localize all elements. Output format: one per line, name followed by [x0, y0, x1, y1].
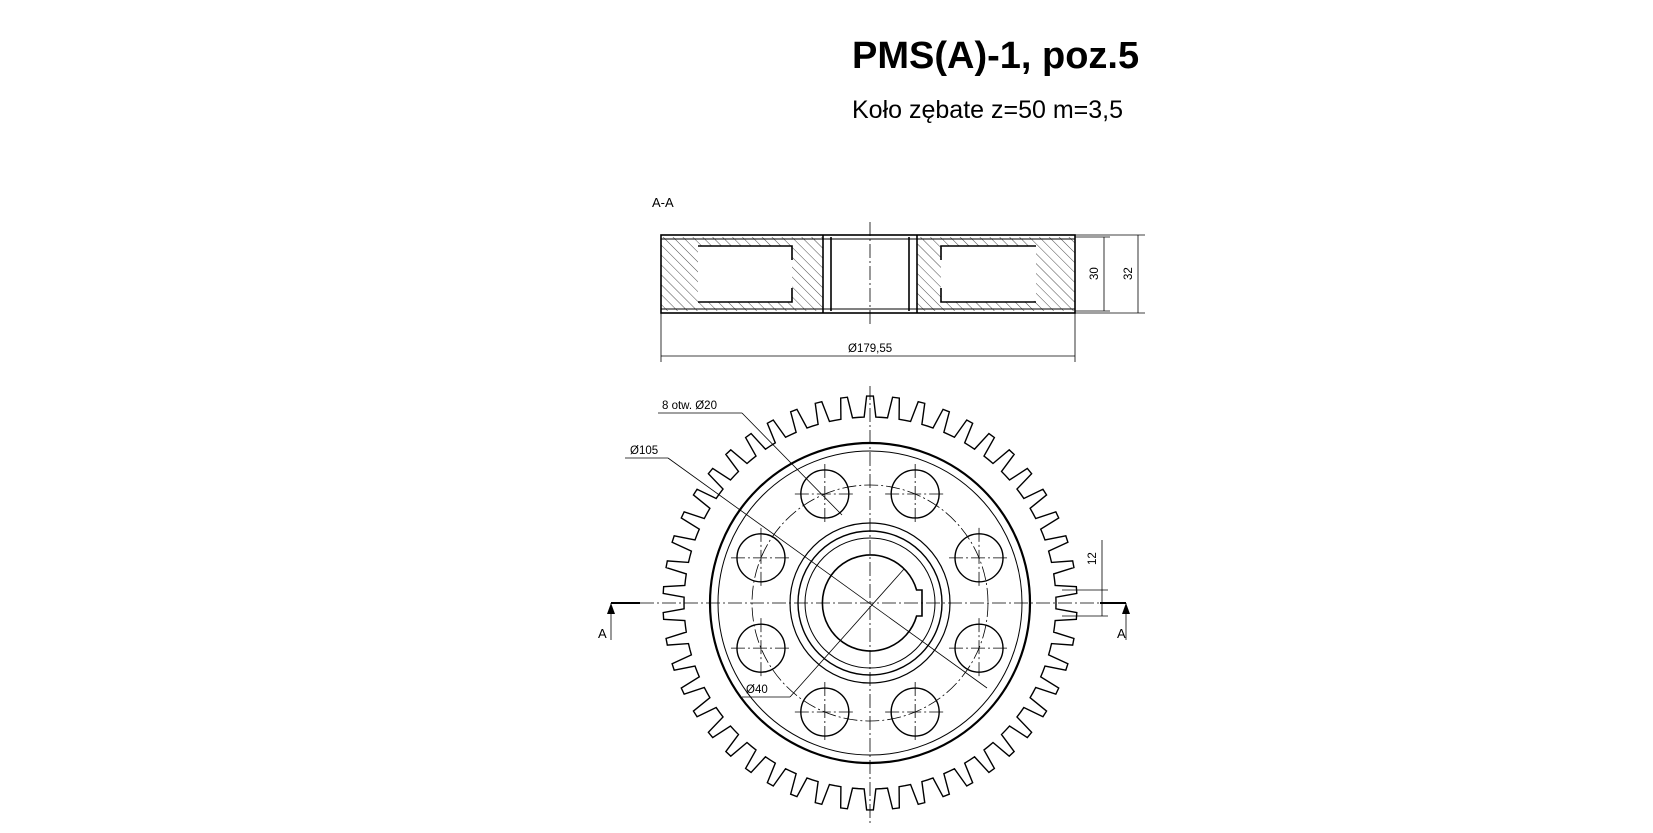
bore-with-keyway	[821, 554, 923, 652]
gear-front-view: 8 otw. Ø20 Ø105 Ø40 12 A A	[598, 386, 1130, 824]
dim-bore: Ø40	[746, 684, 768, 696]
dim-bolt-circle: Ø105	[630, 445, 658, 457]
section-hatch-right	[917, 237, 1075, 311]
section-label: A-A	[652, 195, 674, 210]
dim-height-30: 30	[1089, 267, 1101, 280]
drawing-subtitle: Koło zębate z=50 m=3,5	[852, 96, 1123, 124]
gear-teeth-outline	[662, 395, 1078, 811]
drawing-title: PMS(A)-1, poz.5	[852, 35, 1139, 77]
dim-height-32: 32	[1123, 267, 1135, 280]
section-hatch-left	[661, 237, 823, 311]
section-mark-right: A	[1117, 626, 1126, 641]
section-mark-left: A	[598, 626, 607, 641]
dim-outer-diameter: Ø179,55	[848, 343, 892, 355]
bolt-holes	[730, 463, 1010, 743]
section-view: A-A	[652, 195, 1145, 362]
dim-holes: 8 otw. Ø20	[662, 400, 717, 412]
dim-keyway: 12	[1087, 552, 1099, 565]
